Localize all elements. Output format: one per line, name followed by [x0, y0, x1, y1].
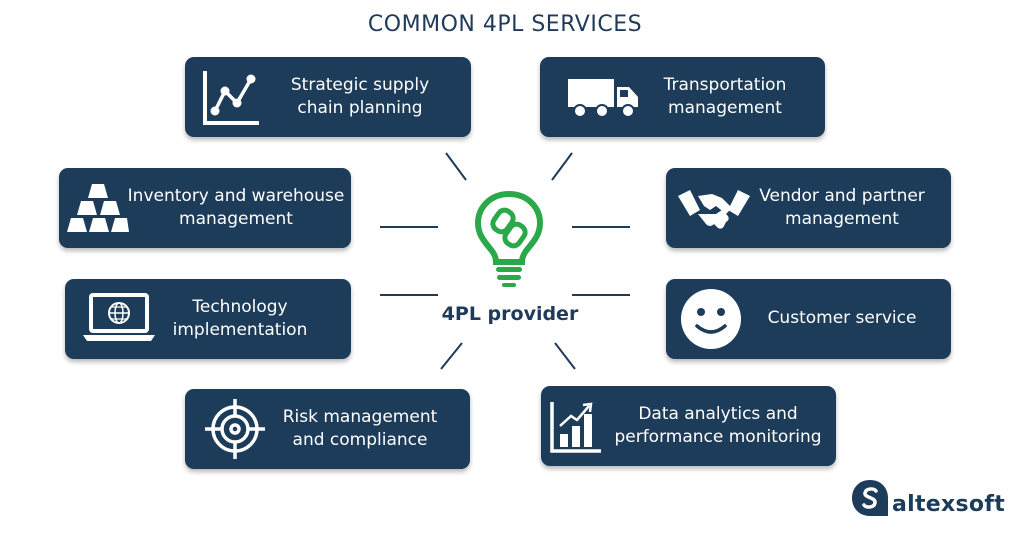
service-card-vendor: Vendor and partner management [666, 168, 951, 248]
connector-risk [440, 342, 463, 370]
service-line2: management [179, 209, 293, 229]
service-line2: performance monitoring [614, 427, 822, 447]
service-label-risk: Risk management and compliance [275, 406, 445, 452]
service-label-vendor: Vendor and partner management [752, 185, 932, 231]
smiley-icon [681, 289, 741, 349]
connector-transport [551, 152, 573, 181]
connector-strategic [445, 152, 467, 181]
service-line2: implementation [172, 320, 308, 340]
laptop-globe-icon [83, 293, 155, 341]
service-label-technology: Technology implementation [165, 296, 315, 342]
target-icon [205, 399, 265, 459]
service-line1: Strategic supply [290, 75, 430, 95]
service-card-risk: Risk management and compliance [185, 389, 470, 469]
diagram-title: COMMON 4PL SERVICES [367, 12, 643, 37]
service-card-transport: Transportation management [540, 57, 825, 137]
lightbulb-chain-icon [474, 190, 544, 287]
altexsoft-logo-icon [852, 480, 888, 516]
service-label-strategic: Strategic supply chain planning [271, 74, 449, 120]
service-line2: and compliance [292, 430, 428, 450]
service-line1: Customer service [767, 308, 917, 328]
service-label-inventory: Inventory and warehouse management [125, 185, 347, 231]
handshake-icon [678, 190, 750, 229]
service-line1: Data analytics and [638, 404, 798, 424]
service-line1: Vendor and partner [759, 186, 925, 206]
center-label: 4PL provider [441, 303, 579, 325]
service-label-transport: Transportation management [645, 74, 805, 120]
stacked-bars-icon [67, 184, 129, 232]
service-line2: management [785, 209, 899, 229]
brand-name: altexsoft [892, 492, 1006, 517]
service-line1: Risk management [282, 407, 438, 427]
truck-icon [568, 79, 638, 118]
service-label-customer: Customer service [758, 307, 926, 330]
service-card-customer: Customer service [666, 279, 951, 359]
service-line2: management [668, 98, 782, 118]
line-chart-icon [203, 71, 259, 125]
service-line2: chain planning [297, 98, 423, 118]
bar-chart-icon [550, 402, 601, 453]
connector-analytics [554, 342, 576, 370]
service-card-technology: Technology implementation [65, 279, 351, 359]
service-line1: Transportation [663, 75, 787, 95]
service-card-strategic: Strategic supply chain planning [185, 57, 471, 137]
service-card-analytics: Data analytics and performance monitorin… [541, 386, 836, 466]
service-card-inventory: Inventory and warehouse management [59, 168, 351, 248]
service-label-analytics: Data analytics and performance monitorin… [607, 403, 829, 449]
service-line1: Inventory and warehouse [127, 186, 345, 206]
service-line1: Technology [192, 297, 288, 317]
